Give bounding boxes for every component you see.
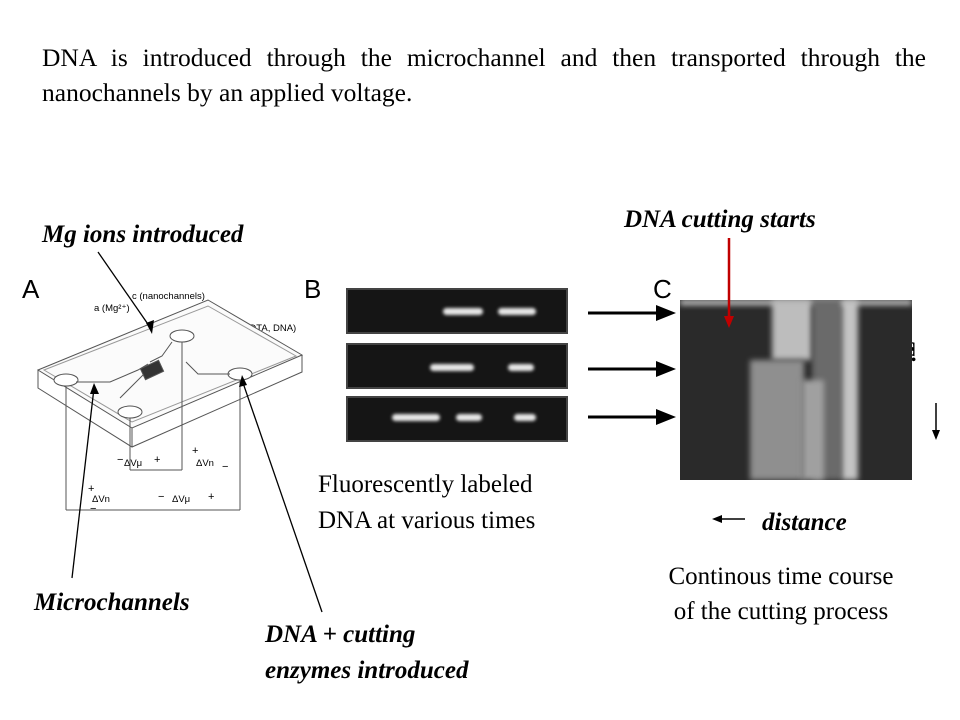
fluorescent-caption-line2: DNA at various times xyxy=(318,507,536,534)
device-label-dvmu-2: ΔVμ xyxy=(172,494,191,505)
time-arrow xyxy=(932,403,940,440)
callout-pointers xyxy=(71,251,323,613)
svg-text:+: + xyxy=(208,491,214,503)
kymograph-image xyxy=(680,300,912,480)
fluorescence-strip-3 xyxy=(346,396,568,442)
continuous-caption-line1: Continous time course xyxy=(668,563,894,590)
svg-text:−: − xyxy=(90,503,96,515)
distance-arrow xyxy=(712,515,745,523)
device-label-dvn-2: ΔVn xyxy=(92,494,110,505)
device-label-dvn-1: ΔVn xyxy=(196,458,214,469)
device-label-a-mg: a (Mg²⁺) xyxy=(94,303,130,314)
distance-axis-label: distance xyxy=(762,509,847,536)
panel-b-letter: B xyxy=(304,274,322,304)
fluorescent-caption-line1: Fluorescently labeled xyxy=(318,471,533,498)
microchannels-label: Microchannels xyxy=(34,589,190,616)
svg-text:−: − xyxy=(222,461,228,473)
dna-enzymes-label-line2: enzymes introduced xyxy=(265,657,469,684)
panel-c-letter: C xyxy=(653,274,672,304)
svg-text:−: − xyxy=(158,491,164,503)
microfluidic-device xyxy=(36,299,304,511)
device-label-c-nano: c (nanochannels) xyxy=(132,291,205,302)
svg-text:+: + xyxy=(192,445,198,457)
continuous-caption-line2: of the cutting process xyxy=(673,598,889,625)
dna-cutting-starts-label: DNA cutting starts xyxy=(624,206,816,233)
svg-text:+: + xyxy=(154,454,160,466)
polarity-signs: − + + − + − − + xyxy=(88,445,228,515)
svg-text:+: + xyxy=(88,483,94,495)
cutting-start-arrow xyxy=(724,238,734,328)
dna-enzymes-label-line1: DNA + cutting xyxy=(265,621,416,648)
strip-to-kymograph-arrows xyxy=(588,305,676,425)
fluorescence-strip-1 xyxy=(346,288,568,334)
intro-paragraph: DNA is introduced through the microchann… xyxy=(42,43,926,107)
svg-text:−: − xyxy=(117,454,123,466)
fluorescence-strip-2 xyxy=(346,343,568,389)
panel-a-letter: A xyxy=(22,274,40,304)
mg-ions-label: Mg ions introduced xyxy=(42,221,244,248)
device-label-dvmu-1: ΔVμ xyxy=(124,458,143,469)
device-label-b-edta: b (EDTA, DNA) xyxy=(232,323,297,334)
